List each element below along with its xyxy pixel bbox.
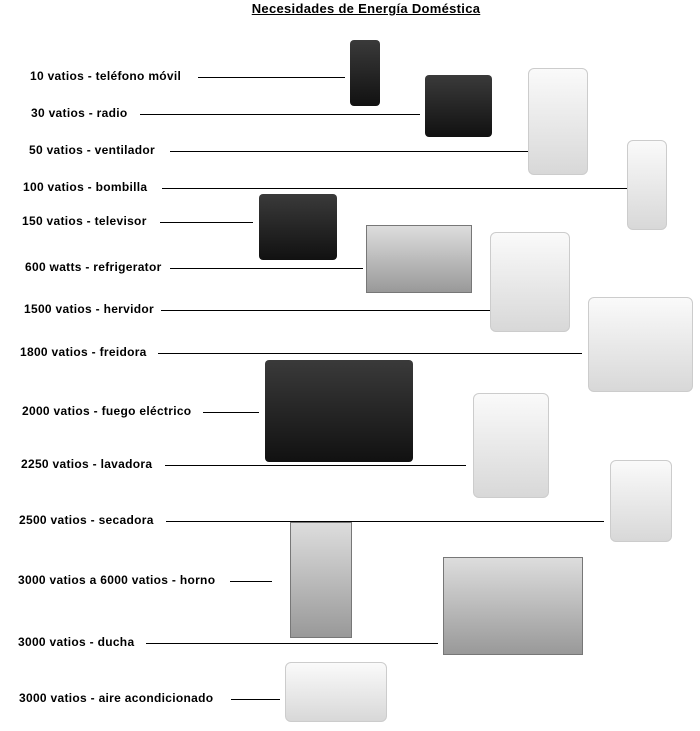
connector-line	[162, 188, 630, 189]
appliance-label: 100 vatios - bombilla	[23, 180, 148, 194]
fryer-icon	[588, 297, 693, 392]
electric-fire-icon	[265, 360, 413, 462]
appliance-label: 1800 vatios - freidora	[20, 345, 147, 359]
television-icon	[259, 194, 337, 260]
appliance-label: 2250 vatios - lavadora	[21, 457, 153, 471]
oven-icon	[290, 522, 352, 638]
shower-icon	[443, 557, 583, 655]
connector-line	[165, 465, 466, 466]
appliance-label: 2000 vatios - fuego eléctrico	[22, 404, 192, 418]
connector-line	[170, 268, 363, 269]
connector-line	[230, 581, 272, 582]
appliance-label: 3000 vatios - aire acondicionado	[19, 691, 214, 705]
connector-line	[203, 412, 259, 413]
mobile-phone-icon	[350, 40, 380, 106]
connector-line	[231, 699, 280, 700]
air-conditioner-icon	[285, 662, 387, 722]
washing-machine-icon	[473, 393, 549, 498]
connector-line	[158, 353, 582, 354]
dryer-icon	[610, 460, 672, 542]
fan-icon	[528, 68, 588, 175]
connector-line	[198, 77, 345, 78]
appliance-label: 3000 vatios - ducha	[18, 635, 135, 649]
appliance-label: 3000 vatios a 6000 vatios - horno	[18, 573, 216, 587]
light-bulb-icon	[627, 140, 667, 230]
appliance-label: 50 vatios - ventilador	[29, 143, 155, 157]
radio-icon	[425, 75, 492, 137]
refrigerator-icon	[366, 225, 472, 293]
appliance-label: 1500 vatios - hervidor	[24, 302, 154, 316]
appliance-label: 2500 vatios - secadora	[19, 513, 154, 527]
connector-line	[161, 310, 503, 311]
appliance-label: 30 vatios - radio	[31, 106, 128, 120]
appliance-label: 10 vatios - teléfono móvil	[30, 69, 182, 83]
connector-line	[146, 643, 438, 644]
kettle-icon	[490, 232, 570, 332]
appliance-label: 150 vatios - televisor	[22, 214, 147, 228]
connector-line	[166, 521, 604, 522]
connector-line	[170, 151, 540, 152]
page-title: Necesidades de Energía Doméstica	[251, 1, 481, 16]
appliance-label: 600 watts - refrigerator	[25, 260, 162, 274]
connector-line	[140, 114, 420, 115]
connector-line	[160, 222, 253, 223]
